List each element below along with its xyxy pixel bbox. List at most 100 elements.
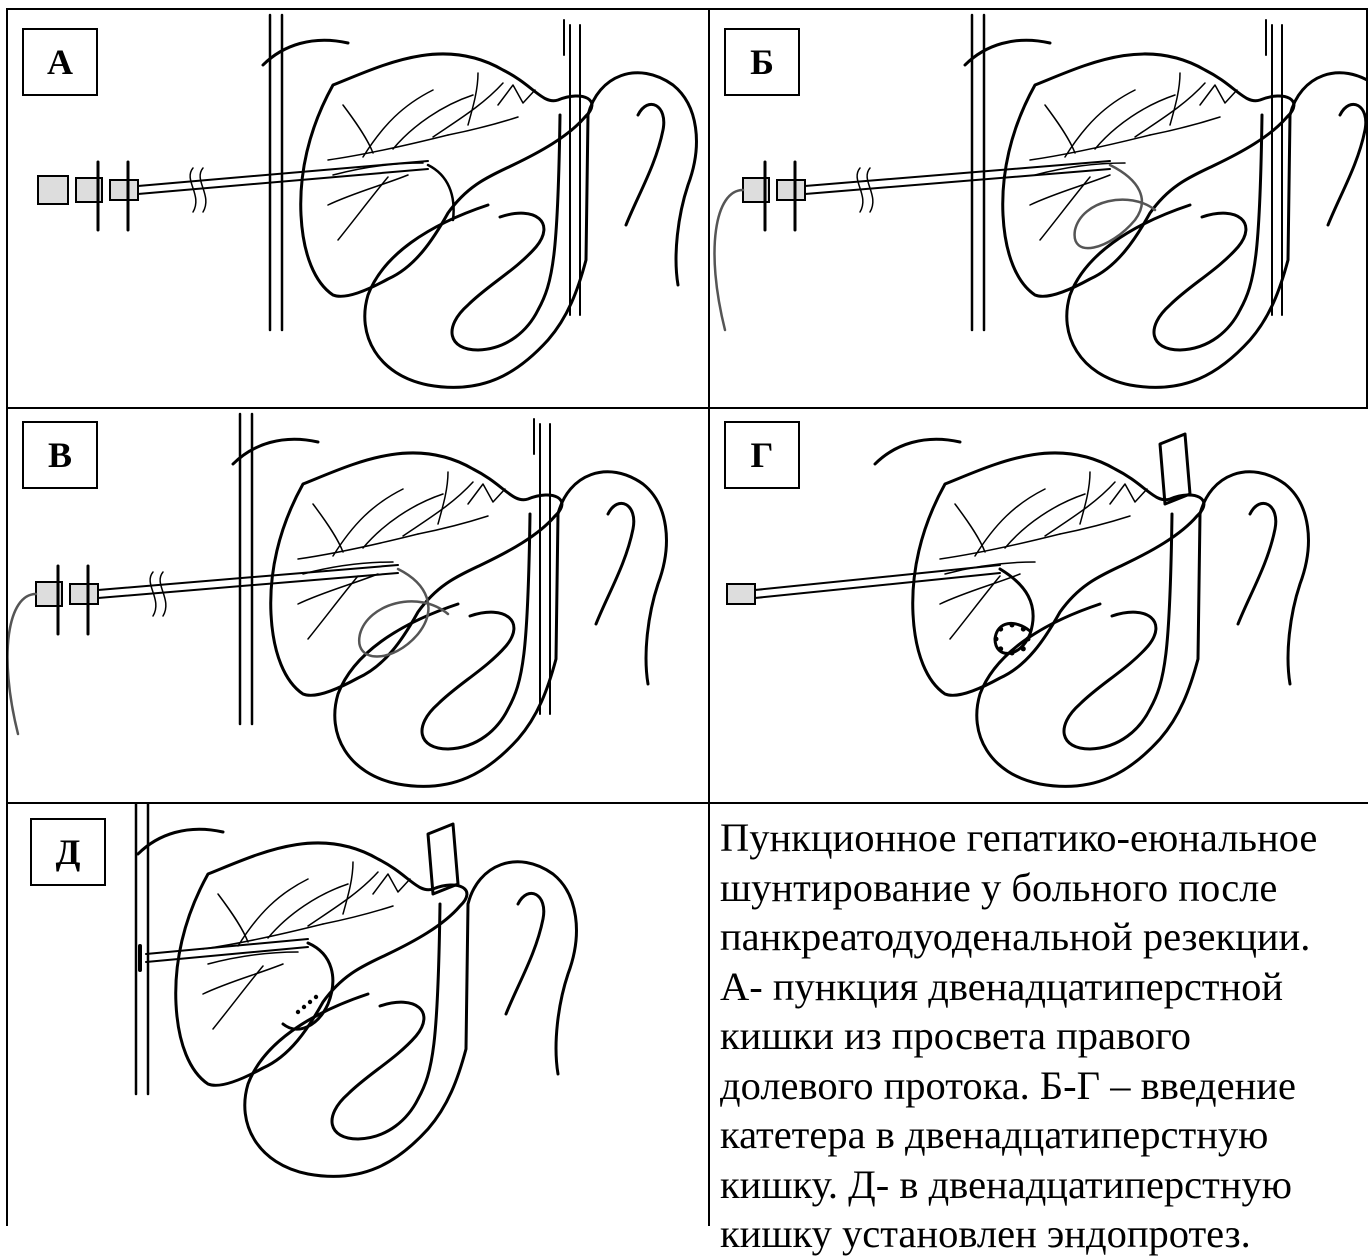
duct-branch (328, 135, 448, 160)
device-group (715, 161, 1155, 330)
caption-line: Пункционное гепатико-еюнальное (720, 813, 1365, 863)
device-group (38, 161, 454, 230)
panel-a: А (8, 10, 708, 407)
duct-branch (403, 482, 473, 536)
duct-branch (203, 924, 323, 949)
break-mark (160, 572, 166, 616)
catheter-side-hole (1021, 646, 1026, 651)
duct-branch (313, 504, 343, 552)
device-group (727, 565, 1033, 656)
duct-branch (218, 894, 248, 942)
stomach-outline (588, 73, 696, 285)
duct-branch (308, 576, 358, 639)
duct-branch (203, 964, 283, 994)
duct-branch (955, 504, 985, 552)
catheter-side-hole (1010, 651, 1015, 656)
duct-branch (940, 534, 1060, 559)
stomach-inner (506, 893, 544, 1014)
panel-g: Г (710, 409, 1368, 802)
duct-branch (438, 472, 448, 524)
catheter-side-hole (998, 646, 1003, 651)
stent-side-hole (296, 1010, 300, 1014)
diaphragm-line (138, 829, 223, 854)
diaphragm-line (965, 40, 1050, 65)
caption-line: шунтирование у больного после (720, 863, 1365, 913)
device-group (8, 565, 448, 734)
liver-outline (271, 453, 562, 695)
diaphragm-line (875, 439, 960, 464)
duct-branch (1135, 83, 1205, 137)
panel-g-label: Г (724, 421, 800, 489)
stent-curve (283, 943, 333, 1029)
stomach-inner (1328, 104, 1366, 225)
panel-a-label: А (22, 28, 98, 96)
connector-hub (110, 180, 138, 200)
catheter-side-hole (998, 627, 1003, 632)
guide-wire (715, 190, 743, 330)
caption-line: долевого протока. Б-Г – введение (720, 1061, 1365, 1111)
connector-hub (727, 584, 755, 604)
catheter-side-hole (1026, 637, 1031, 642)
duct-branch (1040, 177, 1090, 240)
panel-b: Б (710, 10, 1366, 407)
duct-branch (1170, 73, 1180, 125)
caption-line: кишку установлен эндопротез. (720, 1209, 1365, 1259)
duct-branch (363, 494, 443, 548)
caption-line: панкреатодуоденальной резекции. (720, 912, 1365, 962)
device-group (140, 939, 333, 1029)
gut-group (365, 20, 697, 387)
guide-wire-loop (1075, 165, 1155, 248)
duct-branch (950, 576, 1000, 639)
panel-d: Д (8, 804, 708, 1226)
panel-b-illustration (710, 10, 1366, 407)
duct-branch (1005, 494, 1085, 548)
duct-branch (343, 105, 373, 153)
duct-branch (208, 952, 298, 964)
panel-b-label: Б (724, 28, 800, 96)
abdominal-wall (240, 414, 252, 724)
catheter-side-hole (1010, 623, 1015, 628)
stomach-outline (468, 862, 576, 1074)
caption-line: кишку. Д- в двенадцатиперстную (720, 1160, 1365, 1210)
panel-v-label: В (22, 421, 98, 489)
connector-hub (777, 180, 805, 200)
catheter-side-hole (1021, 627, 1026, 632)
stent-side-hole (314, 995, 318, 999)
panel-v-illustration (8, 409, 708, 802)
gut-group (335, 419, 667, 786)
stomach-inner (596, 503, 634, 624)
stent-side-hole (302, 1005, 306, 1009)
stomach-inner (626, 104, 664, 225)
liver-outline (913, 453, 1204, 695)
caption-line: А- пункция двенадцатиперстной (720, 962, 1365, 1012)
duct-branch (343, 862, 353, 914)
duct-branch (433, 83, 503, 137)
syringe-adapter (38, 176, 68, 204)
duct-branch (328, 175, 408, 205)
duct-branch (1045, 482, 1115, 536)
panel-d-illustration (8, 804, 708, 1226)
diaphragm-line (263, 40, 348, 65)
break-mark (200, 168, 206, 212)
duct-branch (268, 884, 348, 938)
gut-group (245, 824, 577, 1176)
panel-v: В (8, 409, 708, 802)
duct-branch (1030, 135, 1150, 160)
guide-wire (8, 594, 36, 734)
stomach-outline (558, 472, 666, 684)
catheter-side-hole (994, 637, 999, 642)
duct-branch (338, 177, 388, 240)
stomach-stump (428, 824, 458, 894)
stomach-stump (1160, 434, 1190, 504)
panel-a-illustration (8, 10, 708, 407)
duct-branch (393, 95, 473, 149)
connector-hub (70, 584, 98, 604)
liver-group (233, 439, 562, 695)
duct-branch (308, 872, 378, 926)
panel-g-illustration (710, 409, 1368, 802)
stent-side-hole (308, 1000, 312, 1004)
duct-branch (1095, 95, 1175, 149)
caption-line: катетера в двенадцатиперстную (720, 1110, 1365, 1160)
break-mark (867, 168, 873, 212)
duct-branch (298, 534, 418, 559)
